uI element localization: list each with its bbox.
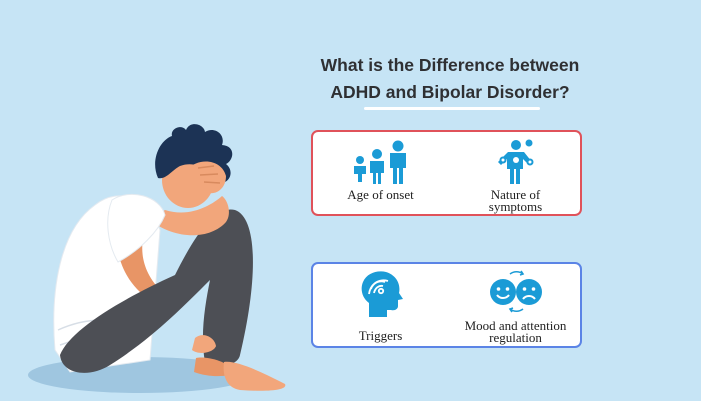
- difference-card-top: Age of onset Nature of symptoms: [311, 130, 582, 216]
- foot-front: [223, 361, 286, 391]
- card-item-triggers: Triggers: [313, 264, 448, 346]
- title-underline: [364, 107, 540, 110]
- front-arm: [150, 196, 229, 236]
- page-title: What is the Difference between ADHD and …: [300, 52, 600, 106]
- card-label: Nature of symptoms: [488, 187, 543, 214]
- pants: [60, 209, 253, 373]
- title-line-1: What is the Difference between: [320, 55, 580, 75]
- title-line-2: ADHD and Bipolar Disorder?: [330, 82, 570, 102]
- card-label: Mood and attention regulation: [464, 318, 567, 345]
- head-trigger-icon: [361, 271, 403, 317]
- card-item-nature-of-symptoms: Nature of symptoms: [448, 132, 583, 214]
- distressed-person-illustration: [28, 124, 286, 393]
- hand: [192, 335, 216, 353]
- card-item-mood-attention: Mood and attention regulation: [448, 264, 583, 346]
- difference-card-bottom: Triggers Mood and attention regulation: [311, 262, 582, 348]
- sleeve: [107, 193, 166, 263]
- card-label: Triggers: [358, 328, 403, 343]
- family-age-icon: [353, 140, 406, 184]
- hand-on-head: [186, 161, 226, 194]
- mood-faces-icon: [489, 270, 542, 313]
- card-label: Age of onset: [347, 187, 414, 202]
- body-symptoms-icon: [497, 139, 533, 184]
- card-item-age-of-onset: Age of onset: [313, 132, 448, 214]
